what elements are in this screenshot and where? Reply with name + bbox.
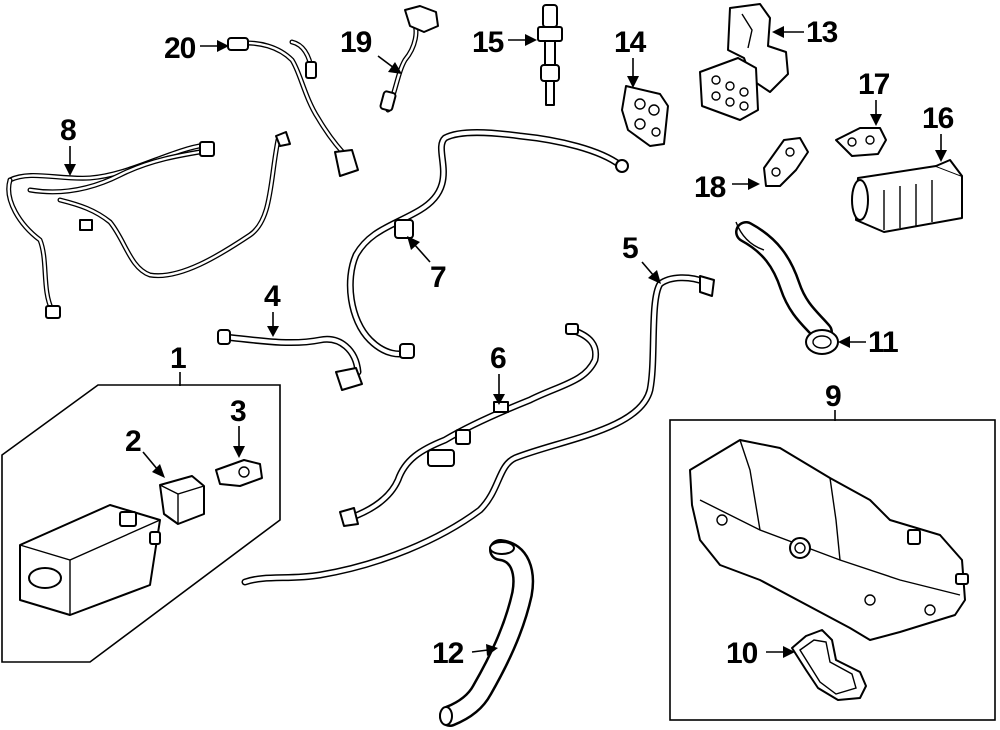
part-12-lower-hose — [439, 539, 535, 727]
part-14-gasket — [621, 85, 669, 147]
part-6-hose-valve — [339, 323, 600, 527]
callout-3: 3 — [230, 395, 246, 428]
part-16-egr-cooler — [851, 159, 963, 233]
callout-16: 16 — [922, 102, 954, 135]
leader-2 — [142, 451, 159, 471]
part-4-vacuum-hose — [217, 329, 363, 391]
callout-9: 9 — [825, 380, 841, 413]
leader-5 — [641, 261, 655, 277]
callout-14: 14 — [614, 26, 647, 59]
part-19-sensor-lead — [379, 5, 439, 113]
callout-18: 18 — [694, 171, 726, 204]
part-20-harness-sensor — [227, 37, 359, 177]
part-5-tube — [241, 274, 715, 586]
callout-1: 1 — [170, 342, 186, 375]
callout-20: 20 — [164, 32, 196, 65]
part-10-gasket — [791, 629, 867, 701]
group-box-9 — [669, 419, 996, 721]
callout-15: 15 — [472, 26, 504, 59]
group-box-1 — [1, 384, 281, 663]
part-11-intake-hose — [735, 221, 839, 355]
callout-5: 5 — [622, 232, 638, 265]
part-13-egr-valve — [699, 3, 789, 121]
part-2-purge-valve — [159, 475, 205, 525]
callout-2: 2 — [125, 425, 141, 458]
part-9-intake-manifold — [689, 439, 969, 641]
callout-13: 13 — [806, 16, 838, 49]
callout-6: 6 — [490, 342, 506, 375]
callout-11: 11 — [868, 326, 898, 359]
part-17-gasket — [835, 127, 887, 157]
callout-7: 7 — [430, 261, 446, 294]
callout-19: 19 — [340, 26, 372, 59]
part-3-connector — [215, 459, 263, 487]
part-15-temp-sensor — [537, 4, 563, 106]
callout-8: 8 — [60, 114, 76, 147]
part-1-canister — [19, 504, 161, 616]
part-18-gasket — [763, 137, 809, 187]
callout-10: 10 — [726, 637, 758, 670]
callout-17: 17 — [858, 68, 890, 101]
leader-12 — [471, 649, 489, 653]
leader-19 — [377, 55, 395, 69]
leader-7 — [413, 243, 431, 263]
callout-12: 12 — [432, 637, 464, 670]
part-7-vacuum-hose — [346, 129, 629, 359]
callout-4: 4 — [264, 280, 281, 313]
part-8-wiring-harness — [6, 131, 291, 319]
